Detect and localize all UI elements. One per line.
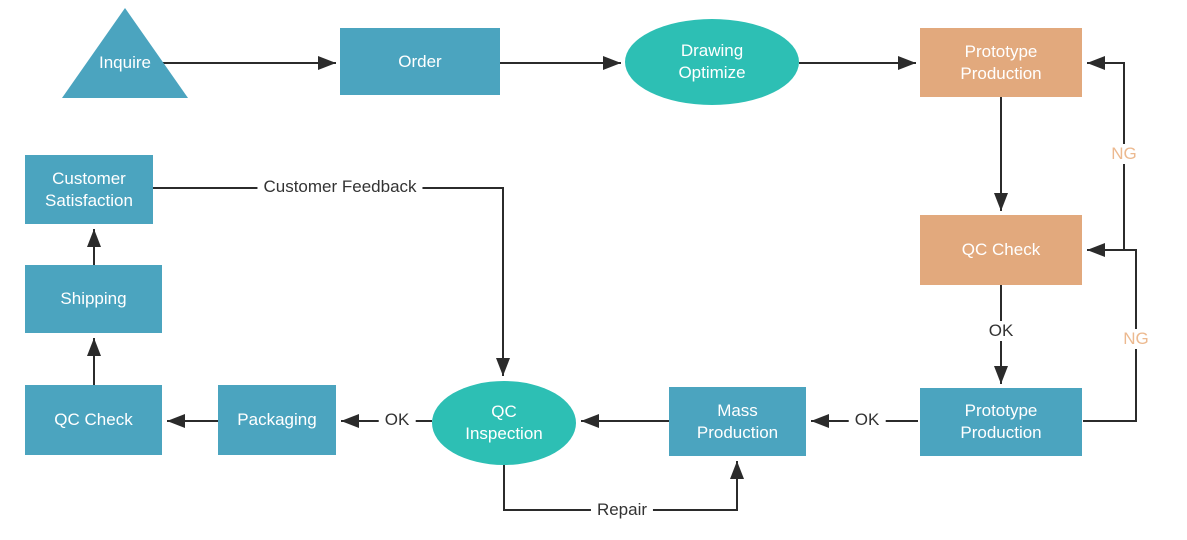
node-customer-satisfaction: Customer Satisfaction bbox=[25, 155, 153, 224]
node-prototype-production-2: Prototype Production bbox=[920, 388, 1082, 456]
edge-customer-feedback-to-qc-inspection bbox=[153, 187, 510, 376]
node-label: Inquire bbox=[99, 53, 151, 72]
node-order: Order bbox=[340, 28, 500, 95]
node-label: Drawing Optimize bbox=[678, 41, 746, 82]
edge-label-ng-bottom: NG bbox=[1117, 329, 1155, 349]
node-qc-check-1: QC Check bbox=[920, 215, 1082, 285]
node-shipping: Shipping bbox=[25, 265, 162, 333]
node-label: Shipping bbox=[60, 289, 127, 308]
edge-label-customer-feedback: Customer Feedback bbox=[257, 177, 423, 197]
edge-label-ok-qc-check: OK bbox=[982, 321, 1020, 341]
node-label: Mass Production bbox=[696, 400, 779, 442]
node-label: Prototype Production bbox=[960, 401, 1042, 442]
node-qc-check-2: QC Check bbox=[25, 385, 162, 455]
node-label: QC Check bbox=[54, 410, 133, 429]
node-prototype-production-1: Prototype Production bbox=[920, 28, 1082, 97]
node-label: QC Inspection bbox=[465, 402, 543, 443]
edge-label-ng-top: NG bbox=[1105, 144, 1143, 164]
node-label: Packaging bbox=[237, 410, 317, 429]
node-packaging: Packaging bbox=[218, 385, 336, 455]
edge-label-ok-prototype: OK bbox=[848, 410, 886, 430]
node-label: Customer Satisfaction bbox=[45, 168, 133, 210]
node-label: Prototype Production bbox=[960, 41, 1042, 83]
node-mass-production: Mass Production bbox=[669, 387, 806, 456]
node-drawing-optimize: Drawing Optimize bbox=[625, 19, 799, 105]
node-label: QC Check bbox=[961, 240, 1041, 259]
node-qc-inspection: QC Inspection bbox=[432, 381, 576, 465]
edge-label-repair: Repair bbox=[590, 500, 654, 520]
node-label: Order bbox=[398, 51, 442, 71]
edge-label-ok-inspection: OK bbox=[378, 410, 416, 430]
